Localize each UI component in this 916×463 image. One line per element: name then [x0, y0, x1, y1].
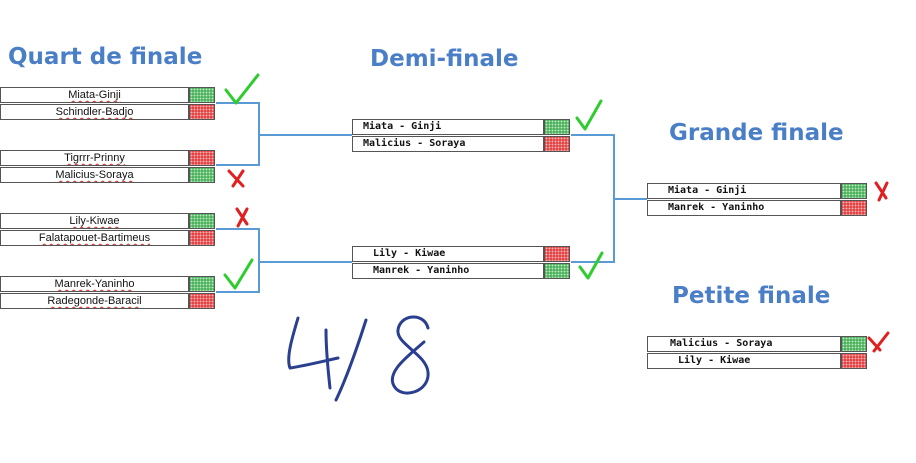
qf4-team1: Manrek-Yaninho [0, 276, 189, 292]
sf1-team2-result-loss [544, 136, 570, 152]
qf2-team2: Malicius-Soraya [0, 167, 189, 183]
qf3-team1: Lily-Kiwae [0, 213, 189, 229]
score-digit-8 [390, 315, 430, 395]
semi-final-title: Demi-finale [370, 46, 519, 72]
cross-mark-icon [227, 169, 245, 188]
cross-mark-icon [235, 207, 249, 228]
petite-final-team1: Malicius - Soraya [647, 336, 841, 352]
check-mark-icon [224, 73, 260, 105]
qf2-team2-result-win [189, 167, 215, 183]
final-team1-result-win [841, 183, 867, 199]
cross-mark-icon [867, 331, 890, 353]
final-team1: Miata - Ginji [647, 183, 841, 199]
score-digit-4 [287, 316, 340, 390]
qf2-team1: Tigrrr-Prinny [0, 150, 189, 166]
qf4-team2: Radegonde-Baracil [0, 293, 189, 309]
check-mark-icon [575, 99, 603, 131]
score-handwriting [287, 315, 430, 402]
qf3-team2: Falatapouet-Bartimeus [0, 230, 189, 246]
qf1-team1: Miata-Ginji [0, 87, 189, 103]
sf2-team2: Manrek - Yaninho [352, 263, 544, 279]
petite-final-team2-result-loss [841, 353, 867, 369]
qf4-team1-result-win [189, 276, 215, 292]
qf3-team2-result-loss [189, 230, 215, 246]
connector-qf3 [216, 228, 260, 293]
sf1-team1: Miata - Ginji [352, 119, 544, 135]
cross-mark-icon [874, 181, 889, 202]
qf1-team2-result-loss [189, 104, 215, 120]
final-team2-result-loss [841, 200, 867, 216]
qf1-team1-result-win [189, 87, 215, 103]
sf2-team1-result-loss [544, 246, 570, 262]
qf4-team2-result-loss [189, 293, 215, 309]
sf1-team1-result-win [544, 119, 570, 135]
petite-finale-title: Petite finale [672, 283, 831, 309]
sf2-team1: Lily - Kiwae [352, 246, 544, 262]
check-mark-icon [223, 258, 254, 290]
petite-final-team1-result-win [841, 336, 867, 352]
sf1-team2: Malicius - Soraya [352, 136, 544, 152]
petite-final-team2: Lily - Kiwae [647, 353, 841, 369]
grande-finale-title: Grande finale [669, 120, 844, 146]
qf3-team1-result-win [189, 213, 215, 229]
sf2-team2-result-win [544, 263, 570, 279]
quarter-final-title: Quart de finale [8, 44, 203, 70]
check-mark-icon [578, 251, 604, 280]
final-team2: Manrek - Yaninho [647, 200, 841, 216]
score-slash [334, 318, 368, 402]
qf1-team2: Schindler-Badjo [0, 104, 189, 120]
qf2-team1-result-loss [189, 150, 215, 166]
